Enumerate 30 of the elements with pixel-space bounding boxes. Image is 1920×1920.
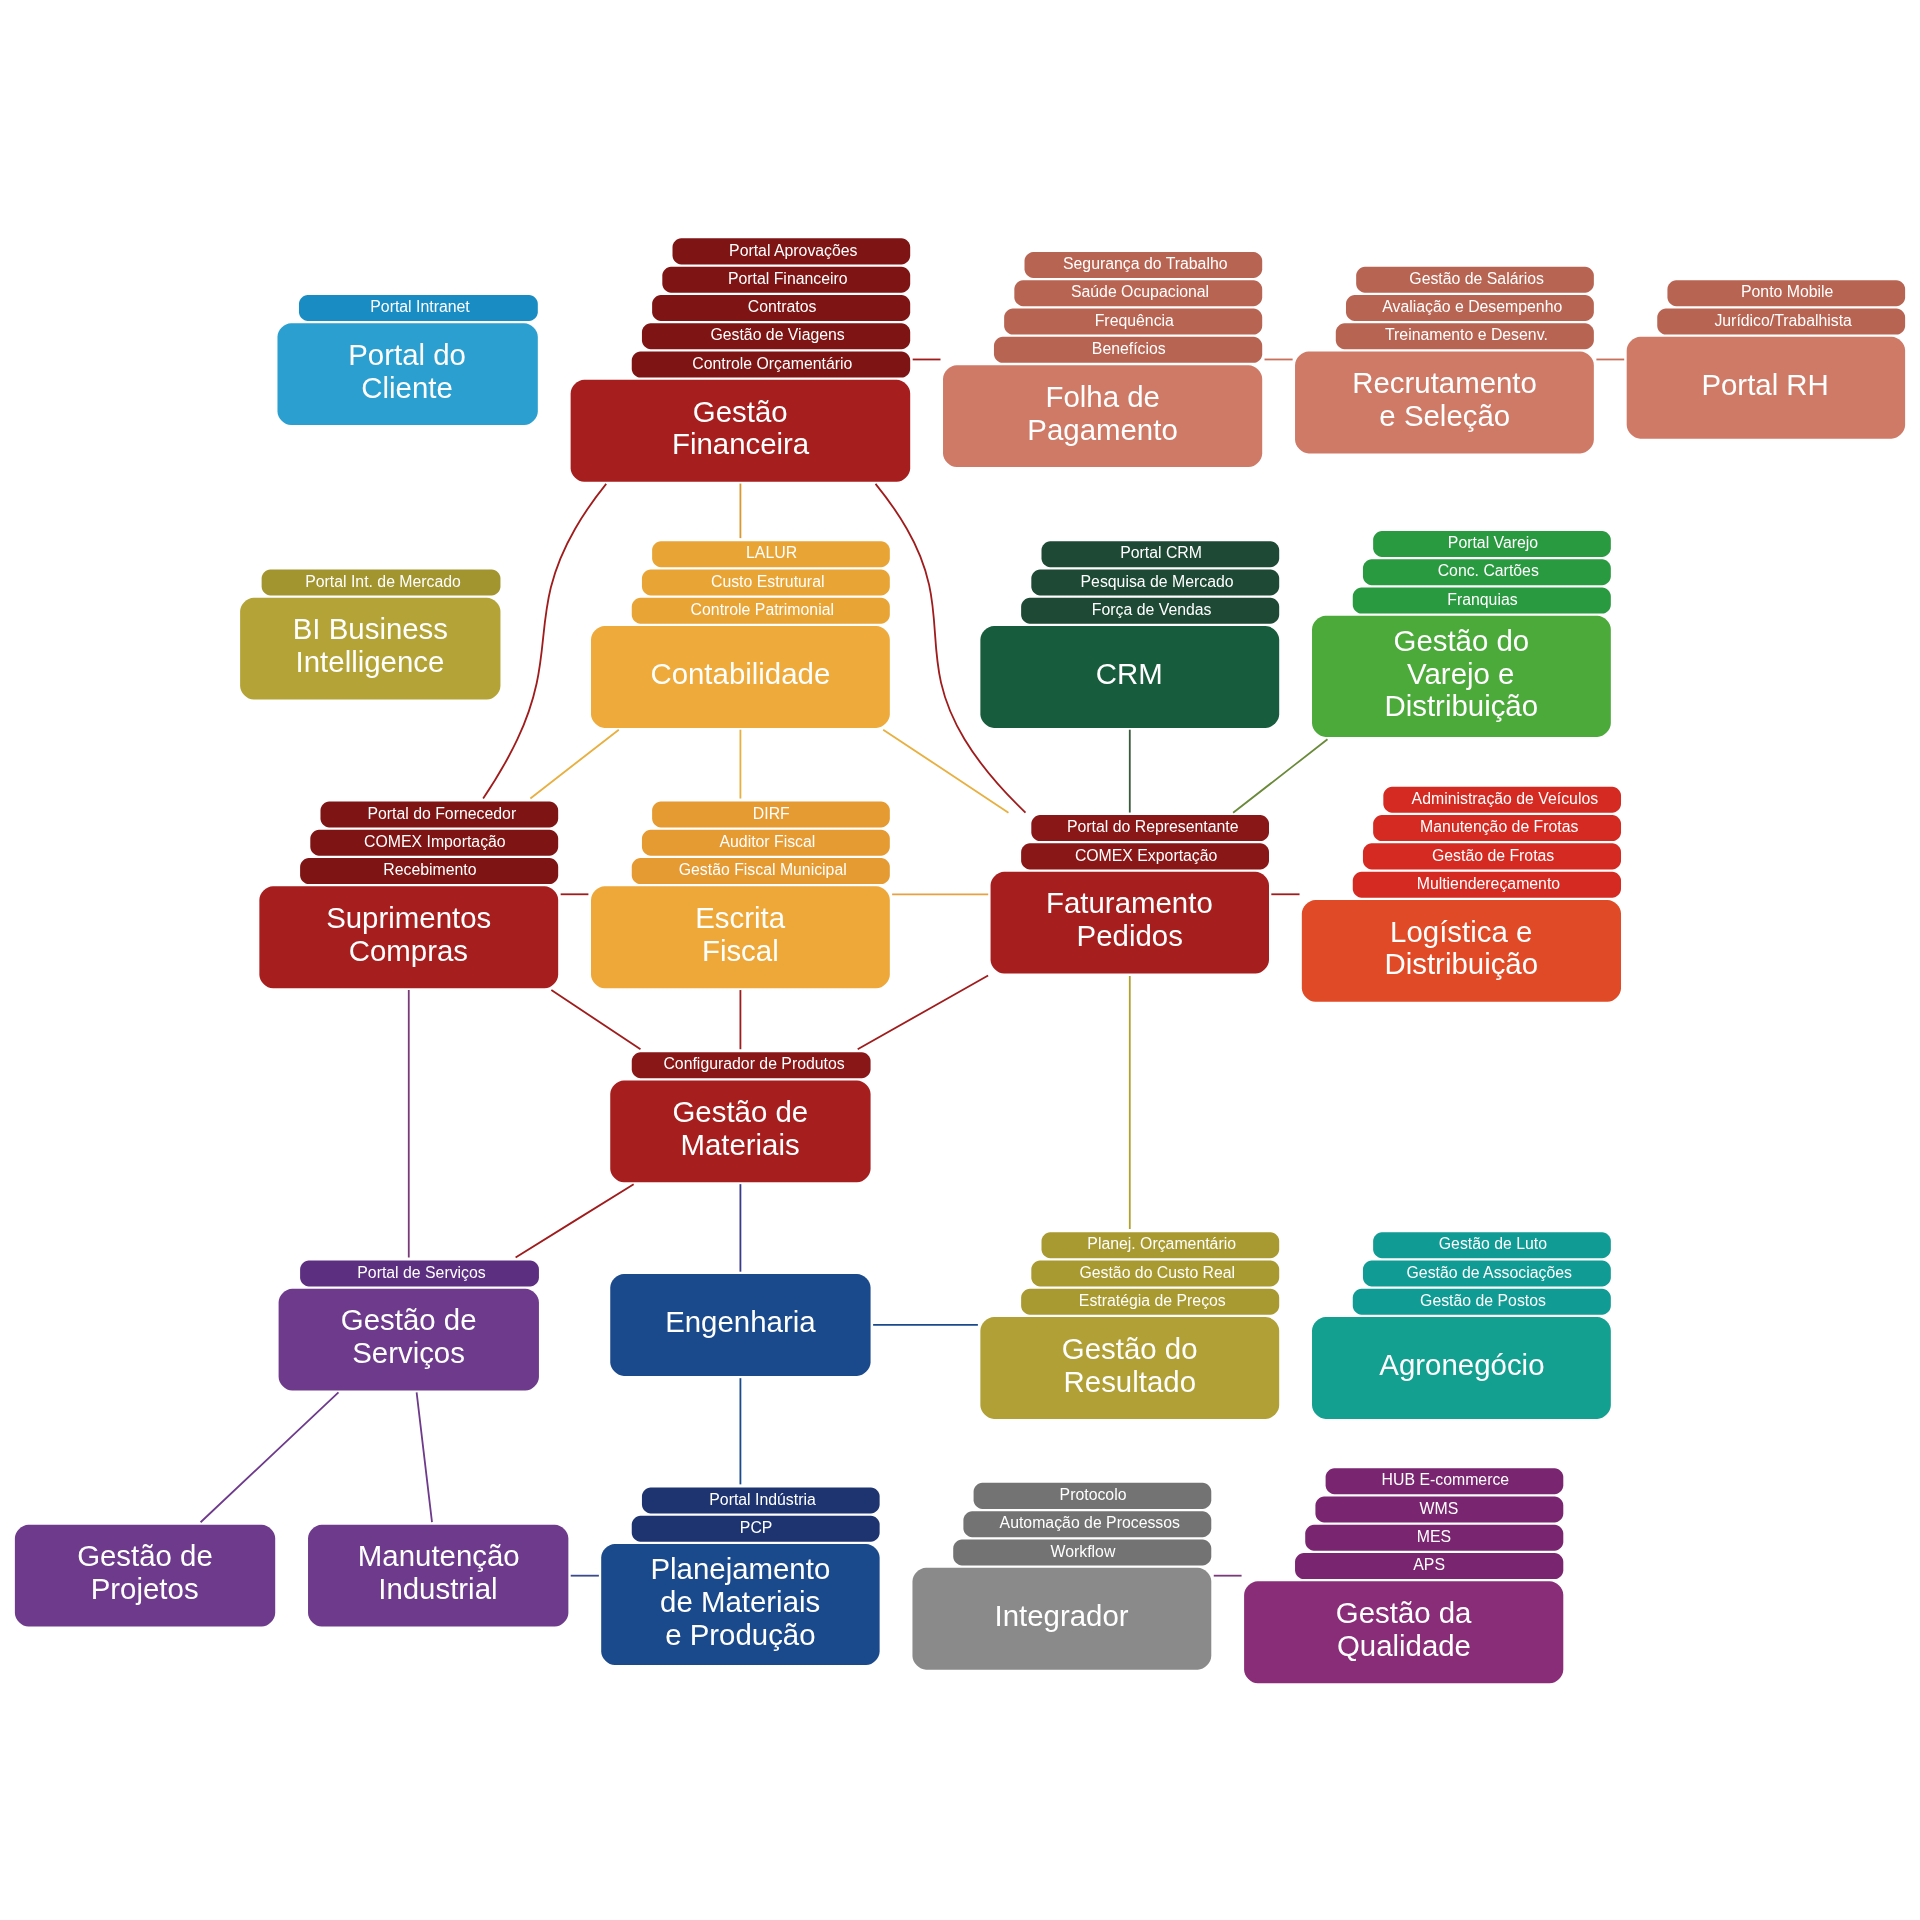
connector <box>407 988 410 1258</box>
connector <box>1595 358 1626 360</box>
connector <box>482 482 608 799</box>
connector <box>874 482 1027 813</box>
connector <box>891 892 990 895</box>
node-box: Gestão de Projetos <box>14 1524 276 1627</box>
connector <box>199 1390 340 1523</box>
connector <box>739 482 742 539</box>
connector <box>1212 1574 1243 1577</box>
connector <box>1263 358 1294 360</box>
connector <box>1128 974 1131 1230</box>
connector <box>739 1376 742 1485</box>
connector <box>529 728 620 799</box>
connector <box>1128 728 1131 813</box>
connector <box>559 892 590 895</box>
connector <box>872 1323 979 1326</box>
node-box: Engenharia <box>610 1273 871 1376</box>
connector <box>882 728 1010 814</box>
connector <box>550 988 642 1050</box>
connector <box>739 728 742 799</box>
connector <box>856 974 989 1050</box>
connector <box>911 358 942 360</box>
connector <box>739 1182 742 1273</box>
connector <box>739 988 742 1050</box>
connector <box>1232 737 1329 814</box>
connector <box>415 1390 433 1523</box>
node-box: Manutenção Industrial <box>308 1524 569 1627</box>
connector <box>1270 892 1301 895</box>
connector <box>514 1182 635 1258</box>
connector <box>569 1574 600 1577</box>
